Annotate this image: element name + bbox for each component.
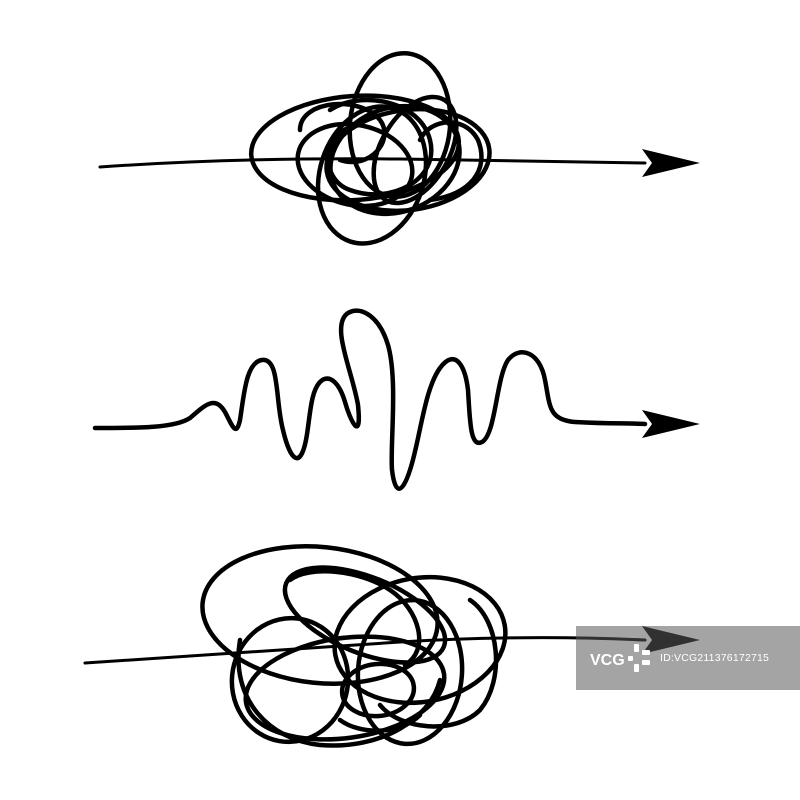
arrow-head [642,410,700,438]
tangled-scribble-arrow-top [98,50,700,246]
wavy-line [92,308,648,491]
vcg-logo: VCG [590,638,652,678]
arrow-shaft [98,157,647,169]
svg-text:VCG: VCG [590,652,625,669]
scribble-knot [200,544,508,748]
watermark-banner: VCG ID:VCG211376172715 [576,626,800,690]
wavy-line-arrow-middle [92,308,700,491]
watermark-id: ID:VCG211376172715 [660,652,770,664]
arrow-head [642,149,700,177]
scribble-knot [248,50,492,246]
